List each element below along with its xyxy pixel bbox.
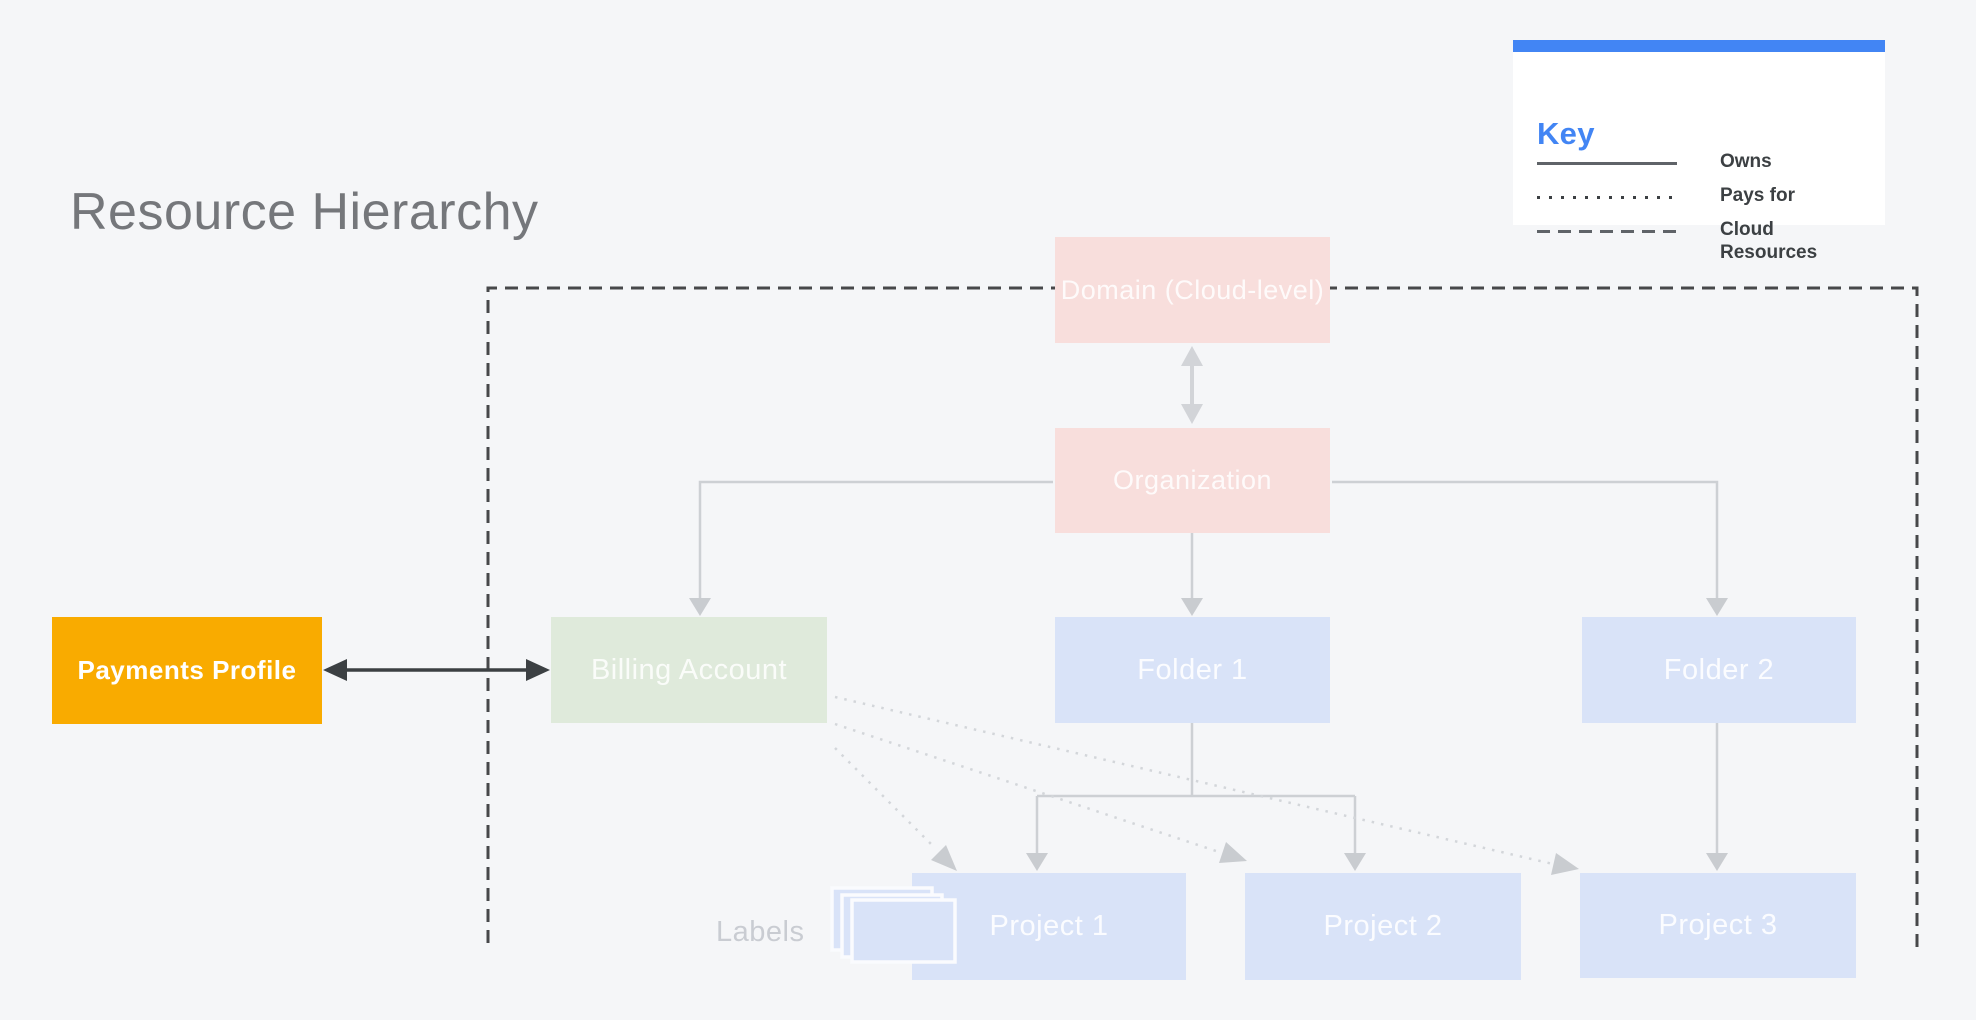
organization-owns-arrowheads [689, 598, 1728, 616]
folder-owns-arrowheads [1026, 853, 1728, 871]
node-folder-2: Folder 2 [1582, 617, 1856, 723]
legend-key: Key Owns Pays for Cloud Resources [1513, 40, 1885, 263]
billing-pays-for-dotted-lines [834, 695, 1554, 866]
domain-organization-double-arrow [1181, 346, 1203, 424]
node-project-2: Project 2 [1245, 873, 1521, 980]
cloud-resources-line-sample [1537, 230, 1677, 233]
legend-label-cloud-resources: Cloud Resources [1720, 219, 1818, 263]
node-project-3: Project 3 [1580, 873, 1856, 978]
folder-owns-connectors [1035, 723, 1719, 853]
pays-for-line-sample [1537, 196, 1677, 199]
node-billing-account: Billing Account [551, 617, 827, 723]
legend-label-owns: Owns [1720, 151, 1772, 172]
node-project-1: Project 1 [912, 873, 1186, 980]
labels-cards-icon [830, 886, 957, 964]
page-title: Resource Hierarchy [70, 183, 539, 241]
legend-top-accent-bar [1513, 40, 1885, 52]
labels-caption: Labels [716, 916, 805, 948]
legend-heading: Key [1537, 116, 1595, 151]
legend-label-pays-for: Pays for [1720, 185, 1795, 206]
node-organization: Organization [1055, 428, 1330, 533]
billing-pays-for-arrowheads [931, 842, 1579, 875]
node-folder-1: Folder 1 [1055, 617, 1330, 723]
node-payments-profile: Payments Profile [52, 617, 322, 724]
organization-owns-connectors [698, 480, 1719, 600]
payments-billing-double-arrow [323, 659, 550, 681]
node-domain: Domain (Cloud-level) [1055, 237, 1330, 343]
owns-line-sample [1537, 162, 1677, 165]
